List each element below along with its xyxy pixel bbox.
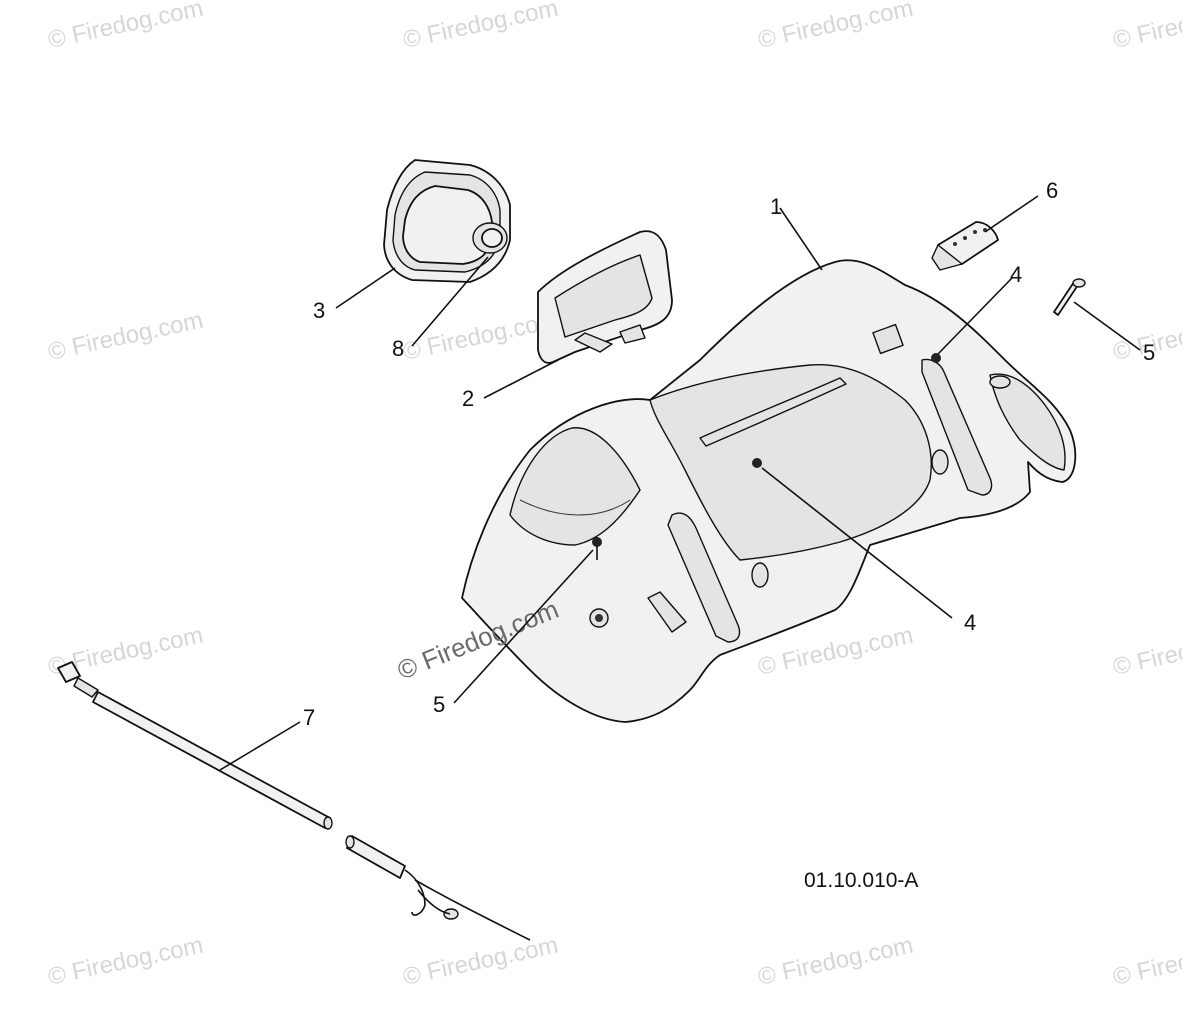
bolt-part [1053, 278, 1086, 316]
watermark: © Firedog.com [1111, 622, 1182, 681]
diagram-reference-code: 01.10.010-A [804, 869, 918, 892]
watermark: © Firedog.com [46, 932, 206, 991]
watermark: © Firedog.com [1111, 0, 1182, 54]
callout-5-right: 5 [1143, 340, 1155, 365]
switch-part [931, 221, 999, 271]
callout-2: 2 [462, 386, 474, 411]
leader-lines [219, 195, 1141, 771]
wire-harness-part [57, 661, 531, 941]
callout-7: 7 [303, 705, 315, 730]
watermark: © Firedog.com [756, 932, 916, 991]
watermark: © Firedog.com [46, 0, 206, 54]
watermark: © Firedog.com [401, 307, 561, 366]
lamp-frame-part [537, 230, 673, 364]
callout-1: 1 [770, 194, 782, 219]
callout-4-top: 4 [1010, 262, 1022, 287]
callout-8: 8 [392, 336, 404, 361]
callout-6: 6 [1046, 178, 1058, 203]
callout-3: 3 [313, 298, 325, 323]
callout-4-bottom: 4 [964, 610, 976, 635]
callout-5-left: 5 [433, 692, 445, 717]
watermark: © Firedog.com [46, 307, 206, 366]
watermark: © Firedog.com [756, 0, 916, 54]
watermark: © Firedog.com [401, 0, 561, 54]
watermark: © Firedog.com [401, 932, 561, 991]
lamp-housing-part [383, 159, 511, 283]
watermark: © Firedog.com [1111, 932, 1182, 991]
hood-console-part [461, 259, 1077, 723]
callout-labels: 1 2 3 4 4 5 5 6 7 8 [303, 178, 1155, 730]
